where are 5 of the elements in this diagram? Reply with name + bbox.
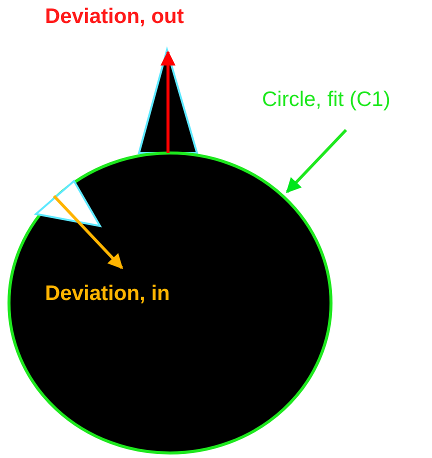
fitted-circle bbox=[8, 152, 332, 454]
callout-label: Circle, fit (C1) bbox=[262, 88, 390, 112]
leader-line bbox=[286, 128, 348, 194]
measure-label: Deviation, in bbox=[45, 282, 170, 306]
measure-label: Deviation, out bbox=[45, 5, 184, 29]
